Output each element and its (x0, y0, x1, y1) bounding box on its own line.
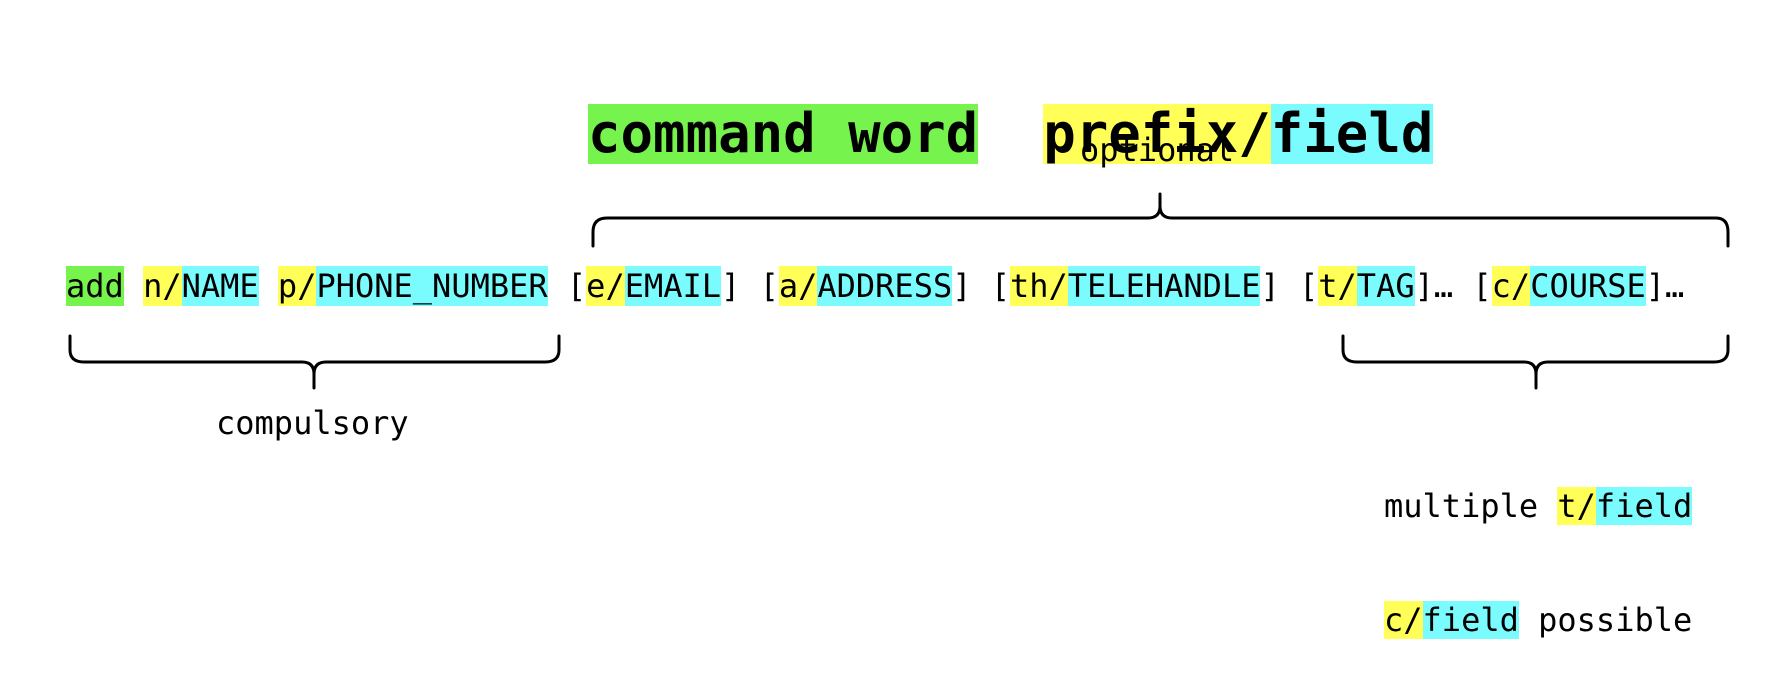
command-token-prefix: th/ (1010, 266, 1068, 306)
multiple-label-line-2: c/field possible (1384, 601, 1692, 639)
command-token-prefix: n/ (143, 266, 182, 306)
command-token-field: COURSE (1530, 266, 1646, 306)
command-token-field: PHONE_NUMBER (316, 266, 548, 306)
command-token-plain: ]… [ (1414, 267, 1492, 305)
command-token-prefix: a/ (778, 266, 818, 306)
legend-prefix: prefix/ (1043, 102, 1271, 165)
optional-label: optional (1080, 131, 1235, 169)
command-token-field: TELEHANDLE (1067, 266, 1261, 306)
compulsory-brace (68, 334, 561, 390)
multiple-course-field: field (1422, 601, 1519, 639)
command-token-field: TAG (1356, 266, 1415, 306)
multiple-text: multiple (1384, 487, 1558, 525)
legend-spacer (978, 104, 1043, 164)
multiple-label: multiple t/field c/field possible (1384, 411, 1693, 677)
possible-text: possible (1518, 601, 1693, 639)
command-token-plain: ] [ (721, 267, 779, 305)
legend: command word prefix/field (523, 44, 1434, 164)
command-token-plain: ]… (1645, 267, 1685, 305)
compulsory-label: compulsory (216, 404, 409, 442)
command-token-plain: [ (547, 267, 587, 305)
multiple-label-line-1: multiple t/field (1384, 487, 1693, 525)
command-token-plain: ] [ (1260, 267, 1319, 305)
command-token-prefix: p/ (277, 266, 317, 306)
command-token-plain: ] [ (952, 267, 1011, 305)
command-token-field: NAME (181, 266, 259, 306)
multiple-tag-field: field (1595, 487, 1693, 525)
command-token-prefix: t/ (1318, 266, 1357, 306)
command-token-plain (259, 266, 278, 306)
legend-command-word: command word (588, 102, 979, 165)
multiple-brace (1341, 334, 1730, 390)
multiple-course-prefix: c/ (1384, 601, 1423, 639)
optional-brace (591, 192, 1730, 248)
legend-field: field (1270, 102, 1434, 165)
command-token-field: ADDRESS (817, 266, 953, 306)
command-token-plain (124, 266, 143, 306)
command-format: add n/NAME p/PHONE_NUMBER [e/EMAIL] [a/A… (66, 266, 1684, 306)
command-token-prefix: e/ (586, 266, 625, 306)
command-token-command: add (66, 266, 124, 306)
command-token-field: EMAIL (624, 266, 722, 306)
multiple-tag-prefix: t/ (1557, 487, 1596, 525)
command-token-prefix: c/ (1491, 266, 1531, 306)
